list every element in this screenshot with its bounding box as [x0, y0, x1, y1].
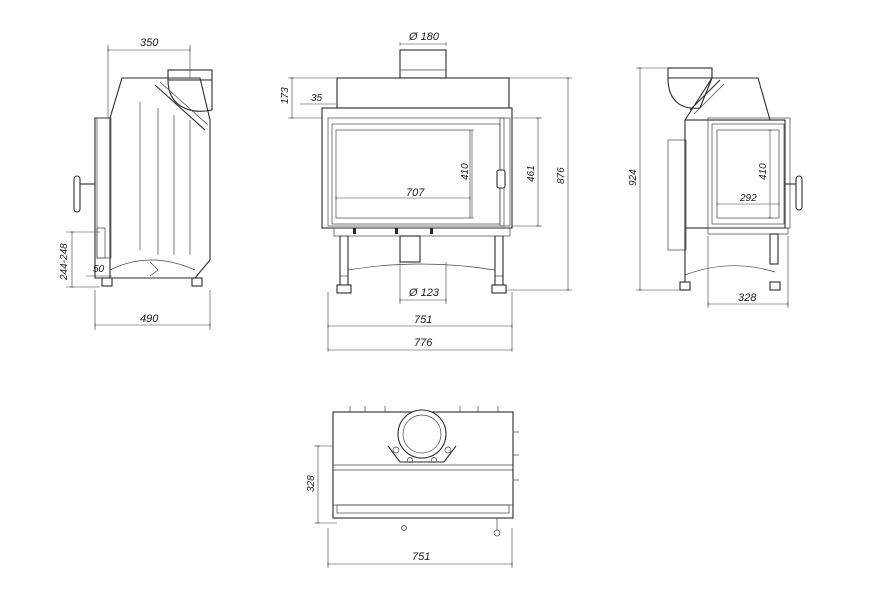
dim-461: 461	[526, 165, 537, 182]
dim-244-248: 244-248	[59, 243, 70, 281]
dim-707: 707	[406, 187, 425, 199]
top-dimensions: 328 751	[306, 445, 513, 568]
dim-490: 490	[140, 313, 159, 325]
dim-350: 350	[140, 37, 159, 49]
front-view	[321, 49, 513, 294]
dim-924: 924	[628, 169, 639, 186]
dim-751-front: 751	[414, 314, 432, 326]
dim-292: 292	[739, 193, 757, 204]
side-view-right	[667, 67, 803, 291]
dim-410-front: 410	[460, 163, 471, 180]
dim-35: 35	[311, 93, 323, 104]
top-view	[332, 406, 519, 537]
dim-328-side: 328	[738, 292, 757, 304]
dim-173: 173	[280, 87, 291, 104]
side-right-dimensions: 924 410 292 328	[628, 67, 789, 308]
side-view-left	[73, 69, 213, 287]
side-left-dimensions: 350 244-248 50 490	[59, 37, 211, 330]
dim-876: 876	[556, 167, 567, 184]
dim-328-top: 328	[306, 475, 317, 492]
dim-50: 50	[93, 264, 105, 275]
dim-410-side: 410	[758, 163, 769, 180]
dim-flue-180: Ø 180	[408, 31, 440, 43]
dim-751-top: 751	[412, 551, 430, 563]
front-dimensions: Ø 180 173 35 410 461 876 707 Ø 123 751 7…	[280, 31, 572, 352]
dim-776: 776	[414, 337, 433, 349]
dim-inlet-123: Ø 123	[408, 287, 440, 299]
